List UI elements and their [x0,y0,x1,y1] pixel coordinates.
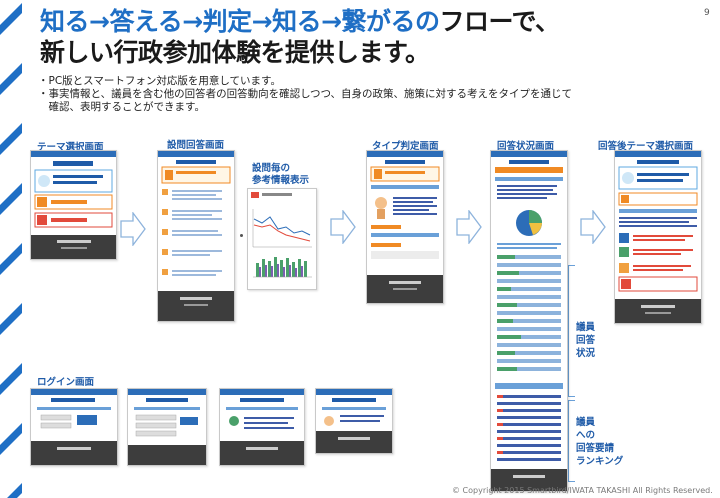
label-member-ranking-line: 回答要請 [576,443,615,454]
page-title: 知る→答える→判定→知る→繋がるのフローで、 新しい行政参加体験を提供します。 [40,6,560,68]
label-member-status: 議員 回答 状況 [576,321,624,360]
label-question-answer: 設問回答画面 [167,140,225,151]
label-theme-select: テーマ選択画面 [37,142,104,153]
right-arrow-icon [456,210,482,244]
page-number: 9 [704,8,710,18]
label-reference-line2: 参考情報表示 [252,175,310,186]
answer-status-screenshot [490,150,568,492]
label-member-status-line: 回答 [576,335,596,346]
bullet-list: ・PC版とスマートフォン対応版を用意しています。 ・事実情報と、議員を含む他の回… [38,75,678,114]
login-screenshot-1 [30,388,118,466]
label-member-ranking: 議員 への 回答要請 ランキング [576,416,636,468]
label-reference-info: 設問毎の 参考情報表示 [252,163,309,187]
label-member-status-line: 議員 [576,322,596,333]
type-result-screenshot [366,150,444,304]
post-theme-select-screenshot [614,150,702,324]
bullet-item: ・事実情報と、議員を含む他の回答者の回答動向を確認しつつ、自身の政策、施策に対す… [38,88,573,100]
connector-dot [240,234,243,237]
bracket-member-ranking [568,400,575,482]
label-member-ranking-line: への [576,430,596,441]
copyright: © Copyright 2015 Smartbird/IWATA TAKASHI… [452,486,713,495]
label-type-result: タイプ判定画面 [372,141,439,152]
title-flow-suffix: フローで、 [439,7,561,36]
label-answer-status: 回答状況画面 [497,141,555,152]
decorative-stripe [0,0,22,498]
label-member-ranking-line: ランキング [576,456,624,467]
right-arrow-icon [120,212,146,246]
label-member-status-line: 状況 [576,348,596,359]
login-screenshot-2 [127,388,207,466]
title-line-2: 新しい行政参加体験を提供します。 [40,38,430,67]
right-arrow-icon [330,210,356,244]
reference-info-screenshot [247,188,317,290]
title-flow-text: 知る→答える→判定→知る→繋がるの [40,7,440,36]
theme-select-screenshot [30,150,117,260]
bracket-member-status [568,265,575,397]
login-screenshot-3 [219,388,305,466]
bullet-item: ・PC版とスマートフォン対応版を用意しています。 [38,75,281,87]
label-member-ranking-line: 議員 [576,417,596,428]
question-answer-screenshot [157,150,235,322]
label-post-theme-select: 回答後テーマ選択画面 [598,141,694,152]
bullet-item: 確認、表明することができます。 [38,101,205,113]
right-arrow-icon [580,210,606,244]
label-reference-line1: 設問毎の [252,163,291,174]
login-screenshot-4 [315,388,393,454]
label-login: ログイン画面 [37,377,95,388]
